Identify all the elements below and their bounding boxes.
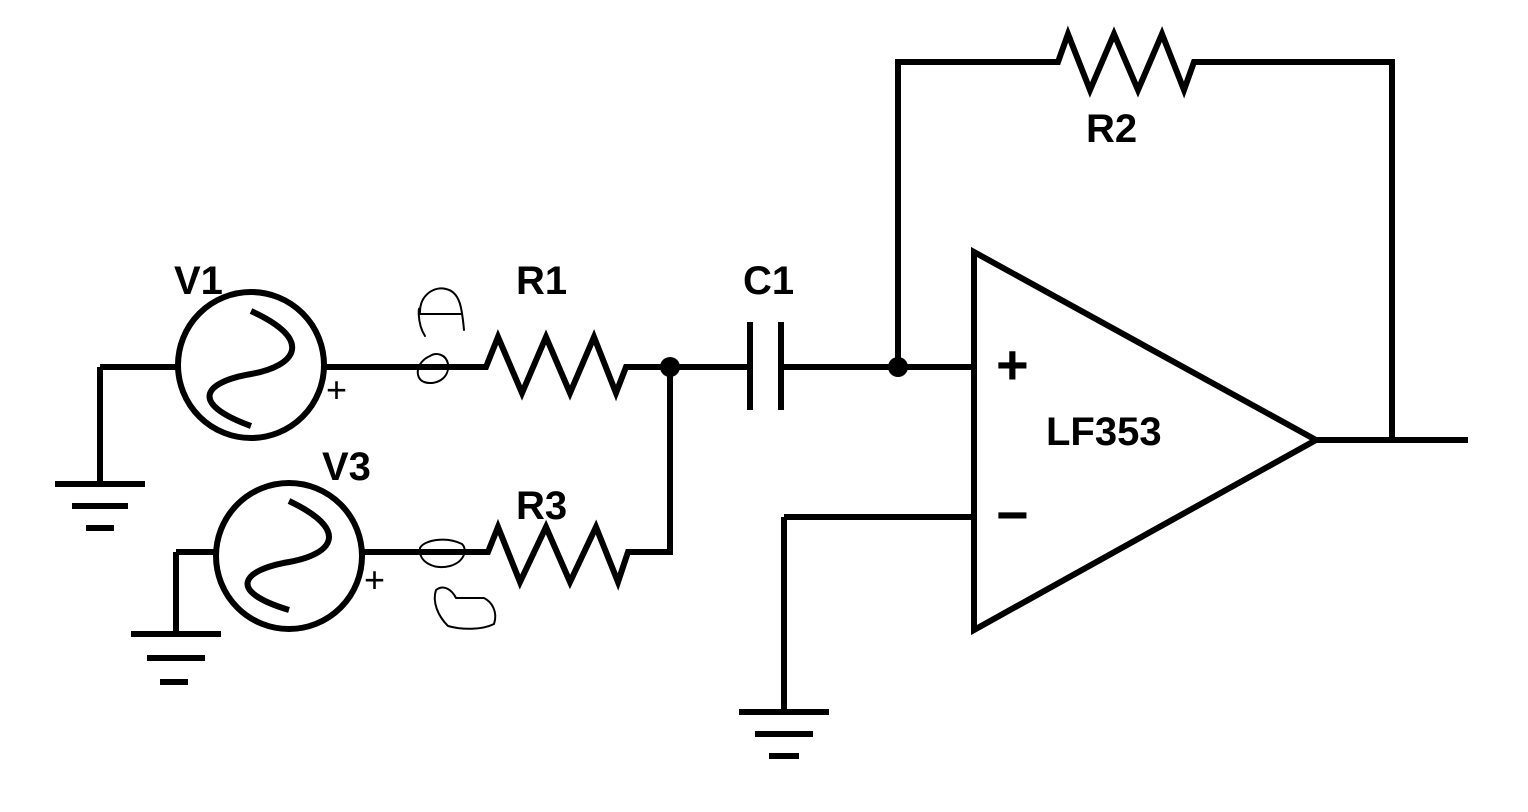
label-c1: C1 (743, 259, 794, 303)
label-r3: R3 (516, 484, 567, 528)
ground-v1 (55, 367, 145, 531)
handwritten-mark-b (418, 538, 497, 630)
ground-v3 (131, 552, 221, 685)
label-v1: V1 (174, 259, 223, 303)
capacitor-c1 (670, 322, 972, 410)
voltage-source-v1 (100, 289, 418, 441)
label-v3: V3 (322, 445, 371, 489)
op-amp-minus-terminal: − (996, 483, 1029, 546)
label-r1: R1 (516, 259, 567, 303)
v3-plus-sign: + (364, 559, 385, 600)
resistor-r1 (418, 329, 670, 402)
label-op-amp: LF353 (1046, 410, 1162, 454)
v1-plus-sign: + (326, 369, 347, 410)
label-r2: R2 (1086, 107, 1137, 151)
resistor-r3 (418, 367, 673, 591)
op-amp-lf353 (784, 246, 1468, 636)
voltage-source-v3 (176, 480, 418, 632)
ground-opamp (739, 517, 829, 759)
resistor-r2 (895, 25, 1395, 440)
op-amp-plus-terminal: + (996, 333, 1029, 396)
